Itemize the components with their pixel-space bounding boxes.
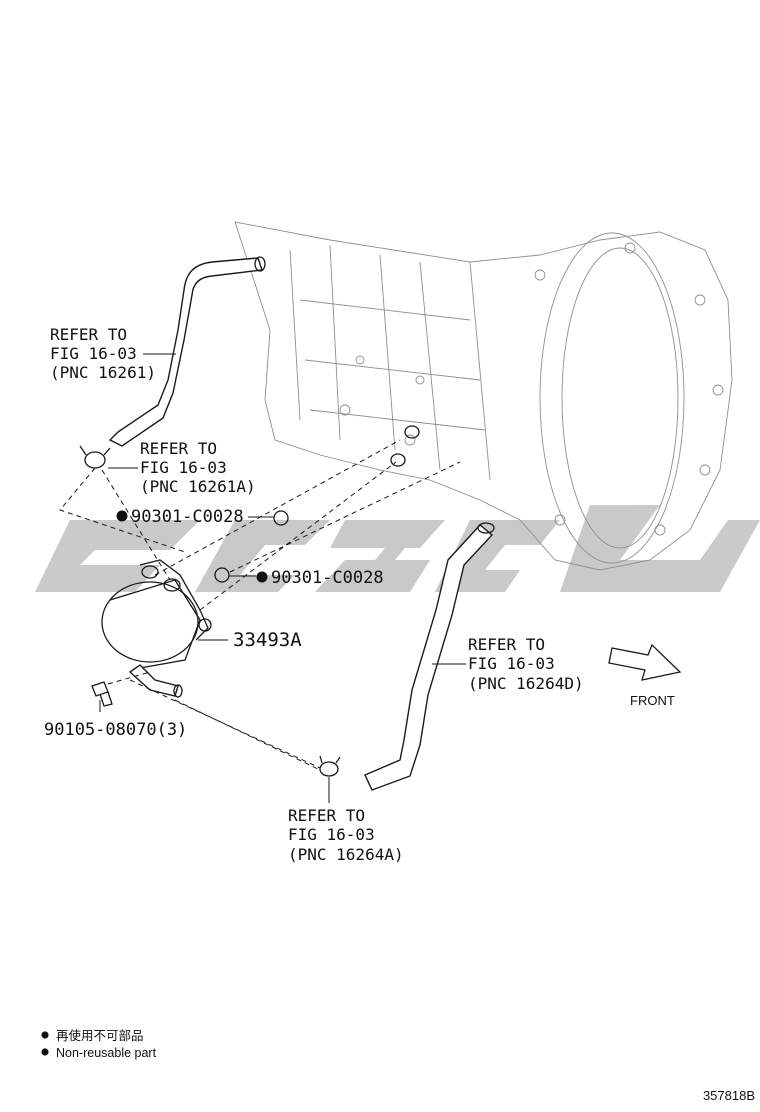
o-ring-lower: [214, 567, 230, 583]
front-arrow-icon: [608, 643, 682, 681]
svg-text:FIG 16-03: FIG 16-03: [140, 458, 227, 477]
svg-text:Non-reusable part: Non-reusable part: [56, 1046, 157, 1060]
oil-cooler: [101, 559, 212, 698]
svg-text:REFER TO: REFER TO: [288, 806, 365, 825]
svg-text:(PNC 16264A): (PNC 16264A): [288, 845, 404, 864]
legend: 再使用不可部品 Non-reusable part: [41, 1028, 157, 1060]
upper-clamp: [79, 445, 111, 469]
assembly-dashed-lines: [59, 439, 461, 771]
label-oil-cooler: 33493A: [233, 629, 302, 651]
callout-hose-right: REFER TO FIG 16-03 (PNC 16264D): [468, 635, 584, 693]
label-bolt: 90105-08070(3): [44, 720, 187, 740]
leader-lines: [99, 353, 466, 803]
svg-text:再使用不可部品: 再使用不可部品: [56, 1028, 144, 1043]
label-o-ring-upper: 90301-C0028: [116, 507, 244, 527]
lower-clamp: [319, 755, 341, 777]
svg-text:FIG 16-03: FIG 16-03: [288, 825, 375, 844]
svg-text:(PNC 16264D): (PNC 16264D): [468, 674, 584, 693]
front-label: FRONT: [630, 693, 675, 708]
watermark-logo: [35, 505, 760, 592]
callout-clamp-lower: REFER TO FIG 16-03 (PNC 16264A): [288, 806, 404, 864]
transmission-housing: [234, 221, 733, 571]
bolt: [91, 681, 113, 707]
o-ring-upper: [273, 510, 289, 526]
label-o-ring-lower: 90301-C0028: [256, 568, 384, 588]
callout-clamp-upper: REFER TO FIG 16-03 (PNC 16261A): [140, 439, 256, 496]
svg-text:(PNC 16261A): (PNC 16261A): [140, 477, 256, 496]
svg-text:FIG 16-03: FIG 16-03: [468, 654, 555, 673]
svg-text:REFER TO: REFER TO: [468, 635, 545, 654]
svg-text:90301-C0028: 90301-C0028: [131, 507, 244, 527]
callout-hose-upper: REFER TO FIG 16-03 (PNC 16261): [50, 325, 156, 382]
upper-hose: [108, 256, 266, 447]
svg-text:(PNC 16261): (PNC 16261): [50, 363, 156, 382]
svg-text:FIG 16-03: FIG 16-03: [50, 344, 137, 363]
svg-text:REFER TO: REFER TO: [140, 439, 217, 458]
lower-right-hose: [364, 522, 495, 791]
svg-text:90301-C0028: 90301-C0028: [271, 568, 384, 588]
svg-text:REFER TO: REFER TO: [50, 325, 127, 344]
figure-id: 357818B: [703, 1088, 755, 1103]
